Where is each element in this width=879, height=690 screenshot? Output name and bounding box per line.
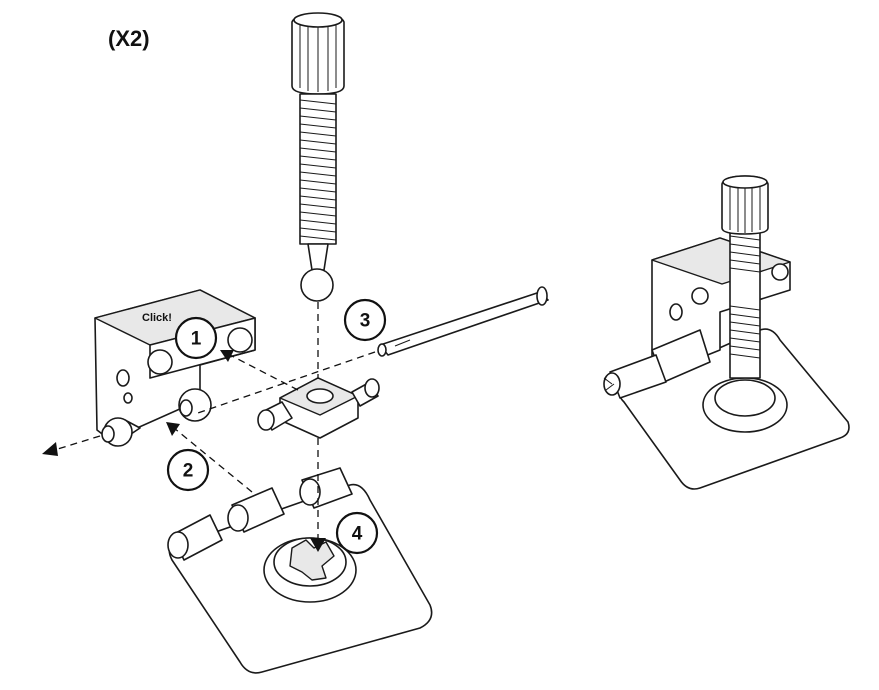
step-1-label: 1	[191, 329, 202, 350]
hinge-pin-icon	[377, 286, 549, 357]
quantity-label: (X2)	[108, 26, 150, 51]
step-4-label: 4	[352, 524, 363, 545]
step-1: 1	[174, 316, 218, 360]
bracket-icon: Click!	[94, 289, 256, 447]
arrow-down-icon	[310, 538, 326, 552]
hinge-plate-icon	[167, 467, 433, 674]
nut-block-icon	[257, 377, 380, 439]
assembled-clamp-icon	[603, 175, 850, 490]
step-2-label: 2	[183, 461, 194, 482]
guide-lines	[47, 302, 376, 540]
click-label: Click!	[142, 312, 172, 324]
arrow-step1-icon	[220, 350, 234, 362]
arrow-step2-icon	[166, 422, 180, 436]
step-3-label: 3	[360, 311, 371, 332]
step-2: 2	[166, 448, 210, 492]
thumb-screw-icon	[291, 12, 345, 302]
arrow-left-icon	[42, 442, 58, 456]
step-4: 4	[335, 511, 379, 555]
step-3: 3	[343, 298, 387, 342]
